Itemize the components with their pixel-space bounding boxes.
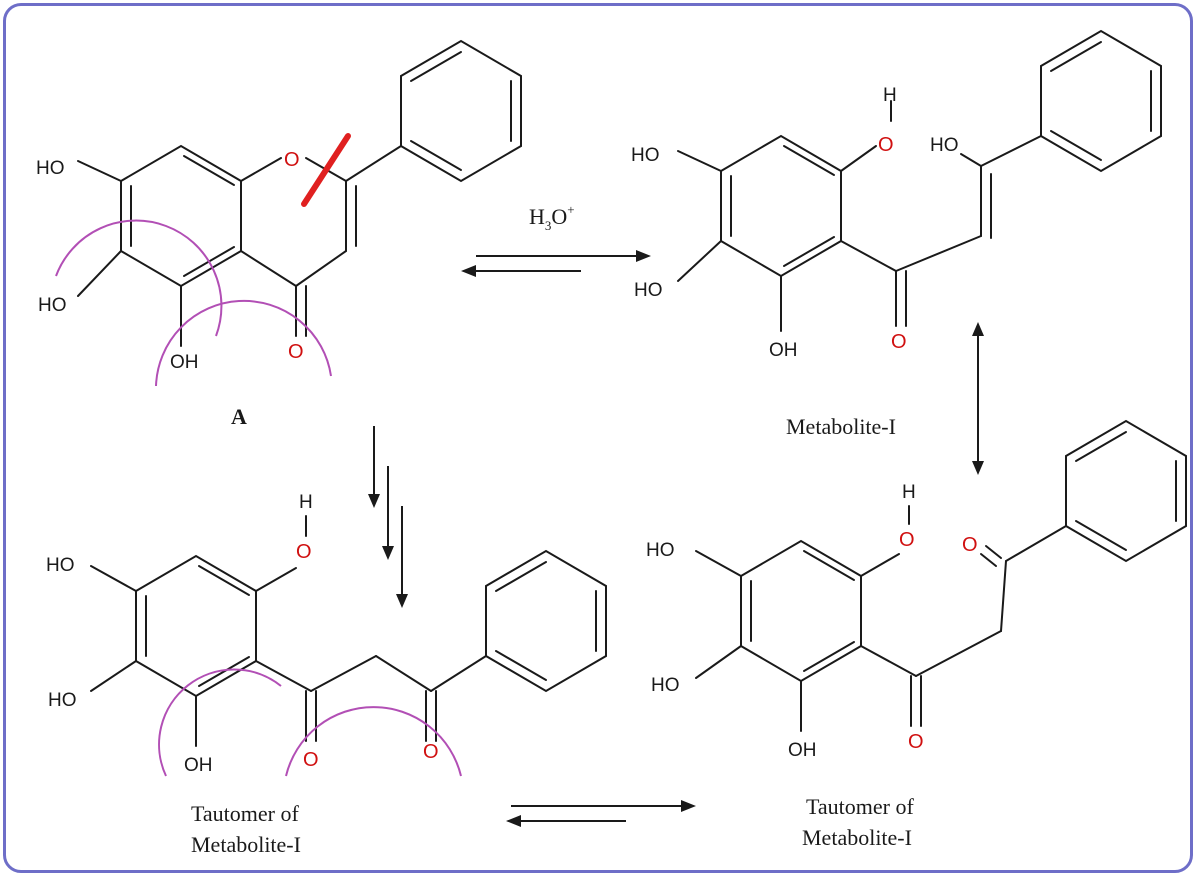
metabolite-1-ho-mid: HO xyxy=(634,280,663,301)
metabolite-1-phenol-o: O xyxy=(878,134,894,156)
tautomer-left-ho-mid: HO xyxy=(48,690,77,711)
reaction-scheme: HO HO OH O O A H3O+ HO HO OH O H xyxy=(36,29,1187,857)
equilibrium-arrow-right xyxy=(972,322,984,475)
compound-a-carbonyl-o: O xyxy=(288,341,304,363)
compound-a-structure xyxy=(55,39,522,387)
compound-a-ho-7: HO xyxy=(36,158,65,179)
tautomer-right-label-2: Metabolite-I xyxy=(802,825,912,850)
tautomer-left-phenol-h: H xyxy=(299,492,313,513)
compound-a-oh-5: OH xyxy=(170,352,199,373)
tautomer-left-ketone-o1: O xyxy=(303,749,319,771)
tautomer-right-ketone-o2: O xyxy=(962,534,978,556)
compound-a-label: A xyxy=(231,404,247,429)
tautomer-left-label-2: Metabolite-I xyxy=(191,832,301,857)
tautomer-left-phenol-o: O xyxy=(296,541,312,563)
metabolite-1-label: Metabolite-I xyxy=(786,414,896,439)
tautomer-right-ho-top: HO xyxy=(646,540,675,561)
diagram-frame: HO HO OH O O A H3O+ HO HO OH O H xyxy=(3,3,1193,873)
metabolite-1-ho-top: HO xyxy=(631,145,660,166)
equilibrium-arrow-bottom xyxy=(506,800,696,827)
metabolite-1-carbonyl-o: O xyxy=(891,331,907,353)
tautomer-right-ho-mid: HO xyxy=(651,675,680,696)
reaction-arrows-down xyxy=(368,426,408,608)
metabolite-1-structure xyxy=(677,29,1162,332)
compound-a-ring-o: O xyxy=(284,149,300,171)
tautomer-right-phenol-h: H xyxy=(902,482,916,503)
tautomer-right-label-1: Tautomer of xyxy=(806,794,914,819)
compound-a-ho-6: HO xyxy=(38,295,67,316)
tautomer-right-structure xyxy=(695,419,1187,732)
tautomer-right-oh-bottom: OH xyxy=(788,740,817,761)
equilibrium-arrow-top xyxy=(461,250,651,277)
metabolite-1-phenol-h: H xyxy=(883,85,897,106)
metabolite-1-oh-bottom: OH xyxy=(769,340,798,361)
tautomer-left-oh-bottom: OH xyxy=(184,755,213,776)
tautomer-left-ho-top: HO xyxy=(46,555,75,576)
metabolite-1-enol-ho: HO xyxy=(930,135,959,156)
reagent-label: H3O+ xyxy=(529,202,575,233)
tautomer-left-structure xyxy=(90,515,607,777)
tautomer-right-ketone-o1: O xyxy=(908,731,924,753)
tautomer-right-phenol-o: O xyxy=(899,529,915,551)
tautomer-left-ketone-o2: O xyxy=(423,741,439,763)
tautomer-left-label-1: Tautomer of xyxy=(191,801,299,826)
